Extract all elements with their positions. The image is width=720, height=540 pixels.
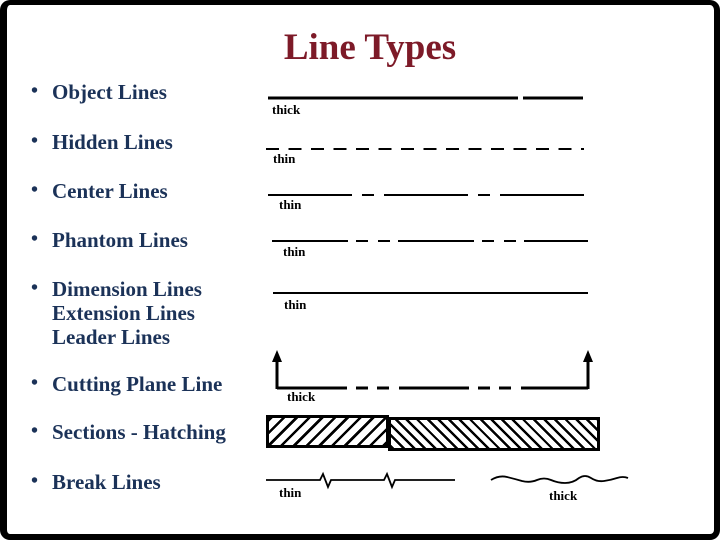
dimension-line-weight-label: thin: [284, 297, 307, 312]
break-line-thin-weight-label: thin: [279, 485, 302, 500]
bullet-dot: •: [31, 420, 39, 442]
hidden-line-sample: [266, 148, 584, 150]
break-line-thin-sample: [266, 471, 455, 490]
bullet-label: Center Lines: [52, 179, 168, 203]
phantom-line-sample: [272, 240, 588, 242]
bullet-dot: •: [31, 80, 39, 102]
arrow-up-icon: [583, 350, 593, 362]
bullet-label: Extension Lines: [52, 301, 195, 325]
dimension-line-sample: [273, 292, 588, 294]
bullet-dot: •: [31, 277, 39, 299]
center-line-sample: [268, 194, 585, 196]
bullet-label: Hidden Lines: [52, 130, 173, 154]
bullet-dot: •: [31, 228, 39, 250]
bullet-label: Dimension Lines: [52, 277, 202, 301]
bullet-dot: •: [31, 470, 39, 492]
bullet-dot: •: [31, 130, 39, 152]
bullet-label: Cutting Plane Line: [52, 372, 223, 396]
page-title: Line Types: [283, 27, 457, 68]
arrow-up-icon: [272, 350, 282, 362]
object-line-sample: [268, 96, 583, 100]
bullet-label: Leader Lines: [52, 325, 171, 349]
bullet-label: Object Lines: [52, 80, 167, 104]
bullet-label: Break Lines: [52, 470, 161, 494]
phantom-line-weight-label: thin: [283, 244, 306, 259]
hatching-sample-forward: [266, 415, 389, 448]
break-line-thick-sample: [490, 475, 629, 484]
bullet-dot: •: [31, 372, 39, 394]
hidden-line-weight-label: thin: [273, 151, 296, 166]
object-line-weight-label: thick: [272, 102, 301, 117]
cutting-plane-line-sample: [272, 350, 593, 390]
break-line-thick-weight-label: thick: [549, 488, 578, 503]
bullet-label: Phantom Lines: [52, 228, 188, 252]
bullet-label: Sections - Hatching: [52, 420, 226, 444]
cutting-plane-weight-label: thick: [287, 389, 316, 404]
bullet-dot: •: [31, 179, 39, 201]
hatching-sample-backward: [388, 417, 600, 451]
center-line-weight-label: thin: [279, 197, 302, 212]
